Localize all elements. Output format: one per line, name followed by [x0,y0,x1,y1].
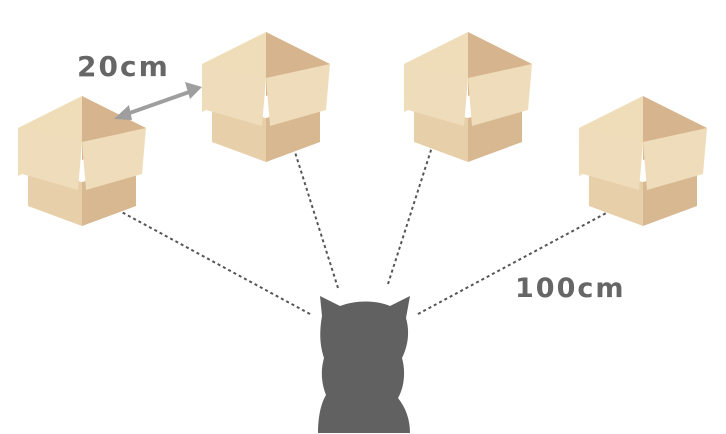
sightline-box-2 [294,149,338,288]
box-3 [404,32,532,162]
cat-silhouette-icon [318,296,410,433]
sightline-box-3 [388,147,432,284]
spacing-arrow [114,82,202,120]
sightline-box-1 [116,209,310,314]
box-2 [202,32,330,162]
box-spacing-label: 20cm [77,50,170,83]
cat-distance-label: 100cm [515,273,626,304]
box-4 [579,96,707,226]
